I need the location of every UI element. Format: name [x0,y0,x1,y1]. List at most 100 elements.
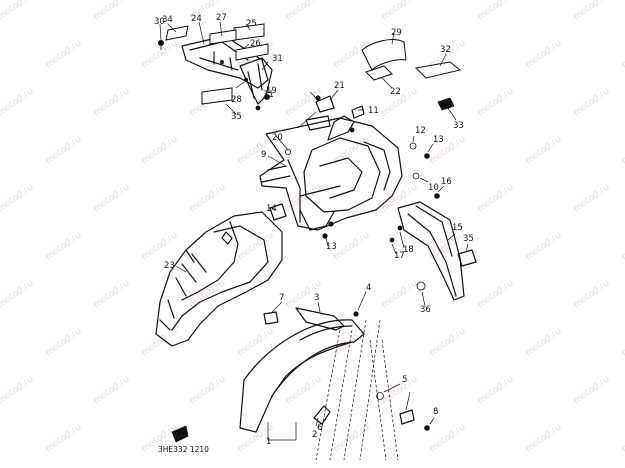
watermark-text: moto0.ru [0,375,36,407]
part-number-label: 13 [326,242,337,252]
watermark-text: moto0.ru [572,0,612,22]
part-number-label: 3 [314,293,319,303]
watermark-text: moto0.ru [524,231,564,263]
watermark-text: moto0.ru [428,423,468,455]
part-number-label: 10 [428,183,439,193]
watermark-text: moto0.ru [188,375,228,407]
watermark-text: moto0.ru [332,231,372,263]
watermark-text: moto0.ru [92,375,132,407]
part-number-label: 7 [279,293,284,303]
part-number-label: 24 [191,14,202,24]
part-number-label: 29 [391,28,402,38]
part-number-label: 31 [263,90,274,100]
part-number-label: 16 [441,177,452,187]
part-number-label: 22 [390,87,401,97]
watermark-text: moto0.ru [476,375,516,407]
watermark-text: moto0.ru [524,39,564,71]
watermark-text: moto0.ru [44,231,84,263]
watermark-text: moto0.ru [476,0,516,22]
diagram-code: 3HE332 1210 [158,445,209,454]
watermark-text: moto0.ru [620,231,625,263]
part-number-label: 19 [266,86,277,96]
watermark-text: moto0.ru [620,423,625,455]
part-number-label: 33 [453,121,464,131]
part-number-label: 17 [394,251,405,261]
part-number-label: 21 [334,81,345,91]
watermark-text: moto0.ru [0,183,36,215]
watermark-text: moto0.ru [284,183,324,215]
part-number-label: 27 [216,13,227,23]
part-number-label: 4 [366,283,371,293]
part-number-label: 18 [403,245,414,255]
watermark-text: moto0.ru [620,135,625,167]
watermark-text: moto0.ru [524,327,564,359]
watermark-text: moto0.ru [284,375,324,407]
part-number-label: 20 [272,133,283,143]
watermark-text: moto0.ru [332,423,372,455]
watermark-text: moto0.ru [92,279,132,311]
watermark-text: moto0.ru [284,87,324,119]
part-number-label: 25 [246,19,257,29]
part-number-label: 12 [415,126,426,136]
watermark-text: moto0.ru [284,0,324,22]
part-number-label: 6 [317,423,322,433]
part-number-label: 15 [452,223,463,233]
watermark-text: moto0.ru [236,327,276,359]
part-number-label: 11 [368,106,379,116]
watermark-text: moto0.ru [188,183,228,215]
watermark-text: moto0.ru [572,87,612,119]
watermark-text: moto0.ru [44,423,84,455]
watermark-text: moto0.ru [428,327,468,359]
inner-fender-mudguard [155,211,283,347]
watermark-text: moto0.ru [524,423,564,455]
main-frame-bracket [259,89,445,247]
watermark-text: moto0.ru [380,183,420,215]
watermark-text: moto0.ru [572,183,612,215]
watermark-text: moto0.ru [476,87,516,119]
top-left-bracket-assembly [157,21,273,115]
watermark-text: moto0.ru [620,39,625,71]
watermark-text: moto0.ru [92,87,132,119]
watermark-text: moto0.ru [140,231,180,263]
watermark-text: moto0.ru [0,0,36,22]
rear-fender-right [389,201,477,307]
watermark-text: moto0.ru [572,279,612,311]
watermark-text: moto0.ru [380,0,420,22]
watermark-text: moto0.ru [620,327,625,359]
part-number-label: 1 [266,437,271,447]
watermark-text: moto0.ru [380,375,420,407]
part-number-label: 30 [154,17,165,27]
part-number-label: 2 [312,430,317,440]
part-number-label: 8 [433,407,438,417]
part-number-label: 13 [433,135,444,145]
part-number-label: 5 [402,375,407,385]
watermark-text: moto0.ru [0,87,36,119]
part-number-label: 23 [164,261,175,271]
front-fender [171,291,435,461]
part-number-label: 35 [463,234,474,244]
part-number-label: 32 [440,45,451,55]
watermark-text: moto0.ru [380,279,420,311]
watermark-text: moto0.ru [44,327,84,359]
watermark-text: moto0.ru [524,135,564,167]
part-number-label: 9 [261,150,266,160]
watermark-text: moto0.ru [44,135,84,167]
watermark-text: moto0.ru [92,183,132,215]
watermark-text: moto0.ru [44,39,84,71]
part-number-label: 26 [250,39,261,49]
watermark-text: moto0.ru [140,327,180,359]
part-number-label: 31 [272,54,283,64]
watermark-text: moto0.ru [476,183,516,215]
part-number-label: 14 [266,204,277,214]
watermark-text: moto0.ru [92,0,132,22]
watermark-text: moto0.ru [0,279,36,311]
part-number-label: 36 [420,305,431,315]
part-number-label: 34 [162,15,173,25]
watermark-text: moto0.ru [476,279,516,311]
part-number-labels: 1234567891011121313141516171819202122232… [154,13,474,447]
top-right-panels [361,31,462,121]
part-number-label: 28 [231,95,242,105]
watermark-text: moto0.ru [572,375,612,407]
